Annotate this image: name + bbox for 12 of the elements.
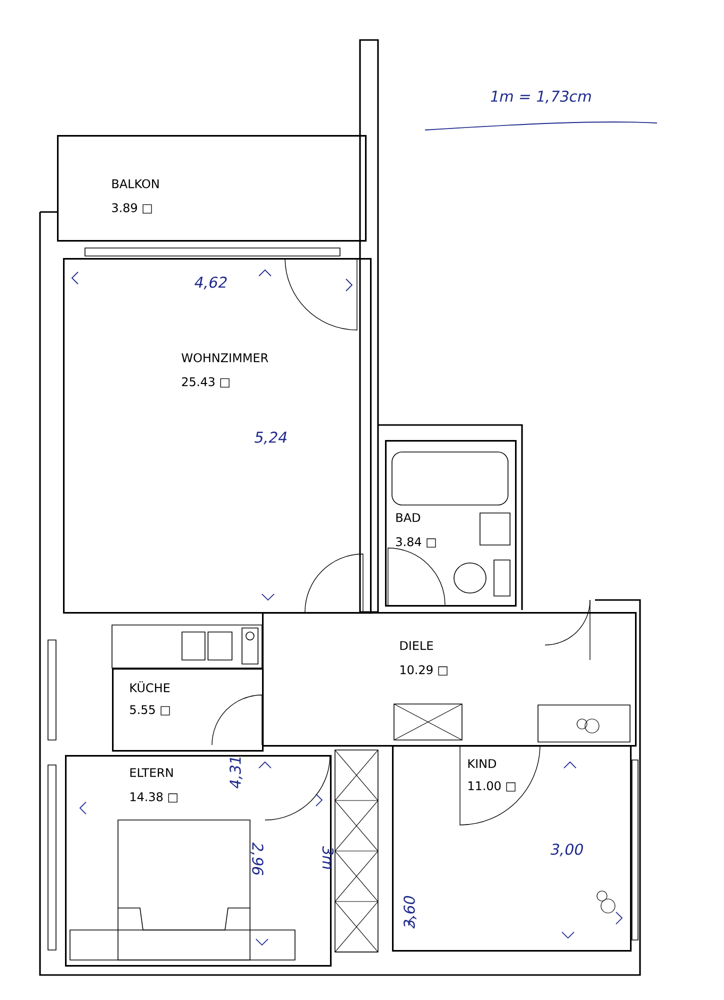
room: KÜCHE 5.55 □ xyxy=(112,668,264,752)
room: DIELE 10.29 □ xyxy=(262,612,637,747)
dimension-label: 5,24 xyxy=(254,432,287,444)
room: BALKON 3.89 □ xyxy=(57,135,367,242)
dimension-label: 4,62 xyxy=(194,276,227,290)
dimension-label: 3m xyxy=(322,846,334,869)
dimension-label: 3,60 xyxy=(404,896,416,928)
room: BAD 3.84 □ xyxy=(385,440,517,607)
dimension-label: 4,31 xyxy=(230,758,242,788)
dimension-label: 2,96 xyxy=(250,842,264,876)
scale-note: 1m = 1,73cm xyxy=(490,90,591,104)
dimension-label: 3,00 xyxy=(550,844,583,856)
